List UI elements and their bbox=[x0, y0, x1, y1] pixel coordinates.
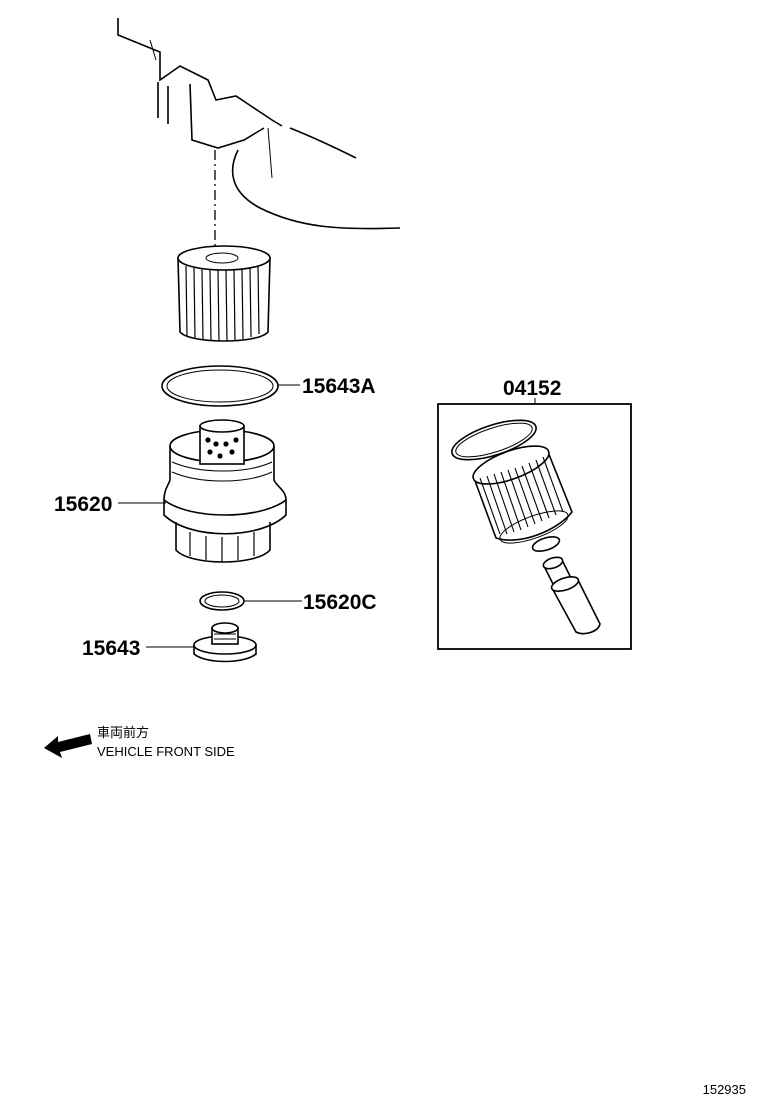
figure-number: 152935 bbox=[703, 1082, 746, 1097]
kit-small-ring bbox=[531, 536, 561, 552]
callout-15643A: 15643A bbox=[302, 375, 376, 398]
kit-filter-element bbox=[472, 445, 573, 544]
o-ring-large bbox=[161, 365, 279, 407]
callout-15620C: 15620C bbox=[303, 591, 377, 614]
front-direction-arrow-icon bbox=[44, 734, 92, 758]
callout-15643: 15643 bbox=[82, 637, 140, 660]
callout-04152: 04152 bbox=[503, 377, 561, 400]
kit-box bbox=[437, 403, 632, 650]
callout-15620: 15620 bbox=[54, 493, 112, 516]
direction-label-english: VEHICLE FRONT SIDE bbox=[97, 744, 235, 759]
kit-pipe bbox=[542, 556, 601, 635]
oil-filter-cap bbox=[163, 419, 287, 563]
direction-label-japanese: 車両前方 bbox=[97, 725, 149, 740]
oil-filter-element bbox=[177, 245, 271, 342]
engine-block-outline bbox=[117, 18, 401, 230]
gasket-small bbox=[199, 591, 245, 611]
drain-plug bbox=[193, 622, 257, 663]
